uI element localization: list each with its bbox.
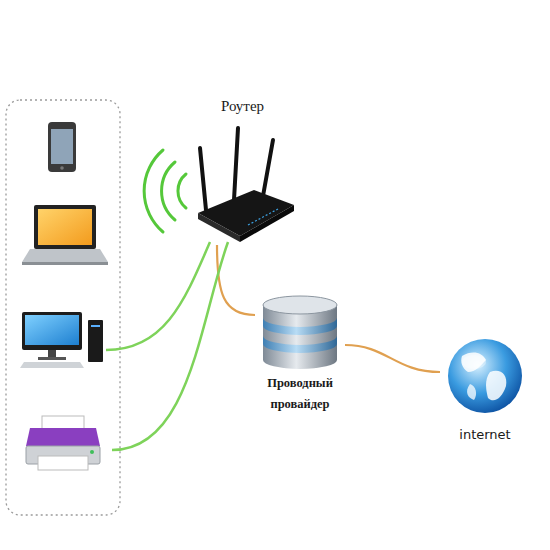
ethernet-cable <box>112 242 228 450</box>
ethernet-cable <box>106 242 210 350</box>
router-node: Роутер <box>195 95 290 245</box>
router-icon <box>198 128 294 242</box>
node-label: Проводный провайдер <box>255 373 345 415</box>
printer-icon <box>26 416 100 470</box>
desktop-computer-icon <box>20 312 103 368</box>
node-label: internet <box>440 427 530 443</box>
provider-node: Проводный провайдер <box>255 295 345 415</box>
globe-icon <box>448 339 522 413</box>
server-icon <box>263 296 337 369</box>
wifi-signal <box>144 150 186 232</box>
smartphone-icon <box>48 122 76 172</box>
device-group-outline <box>6 100 120 515</box>
cable-connector <box>345 345 440 372</box>
internet-node: internet <box>440 339 530 445</box>
laptop-icon <box>22 205 108 265</box>
node-label: Роутер <box>195 97 290 115</box>
